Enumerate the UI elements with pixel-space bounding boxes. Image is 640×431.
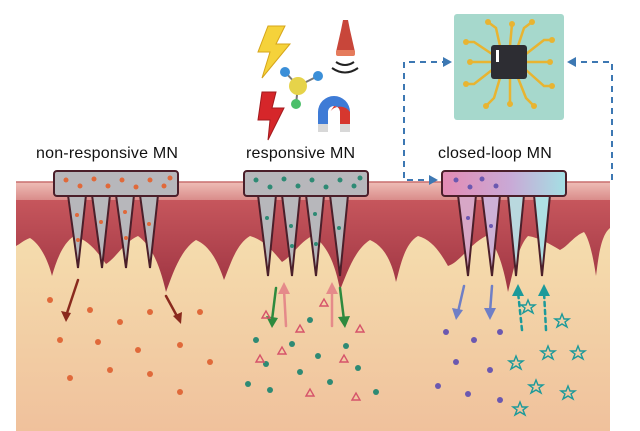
arrowhead-to-patch — [429, 175, 438, 185]
lightning-icon — [257, 91, 285, 141]
arrowhead-to-chip-right — [567, 57, 576, 67]
feedback-path-left — [403, 61, 448, 181]
non-responsive-patch — [53, 170, 179, 269]
sensing-arrow — [542, 290, 548, 332]
release-arrows — [61, 278, 550, 332]
molecule-icon — [280, 67, 323, 109]
released-particles — [47, 297, 588, 417]
arrowhead-to-chip-left — [443, 57, 452, 67]
label-non-responsive-mn: non-responsive MN — [36, 145, 179, 162]
release-arrow — [338, 286, 346, 322]
closed-loop-patch — [441, 170, 567, 277]
sensing-arrow — [516, 290, 524, 332]
release-arrow — [488, 284, 494, 314]
diffusion-arrow — [64, 278, 80, 318]
patch-backing — [53, 170, 179, 197]
patch-backing — [441, 170, 567, 197]
patch-backing — [243, 170, 369, 197]
label-closed-loop-mn: closed-loop MN — [438, 145, 552, 162]
uptake-arrow — [282, 288, 288, 328]
stimuli-icons — [257, 20, 359, 141]
release-arrow — [456, 284, 466, 314]
feedback-path-right — [574, 61, 613, 180]
magnet-icon — [318, 96, 350, 132]
feedback-loop — [403, 61, 613, 181]
responsive-patch — [243, 170, 369, 277]
release-arrow — [270, 286, 278, 322]
ultrasound-probe-icon — [331, 20, 359, 74]
diffusion-arrow — [164, 294, 180, 320]
microchip-icon — [454, 14, 564, 120]
lightning-icon — [257, 25, 292, 79]
label-responsive-mn: responsive MN — [246, 145, 356, 162]
